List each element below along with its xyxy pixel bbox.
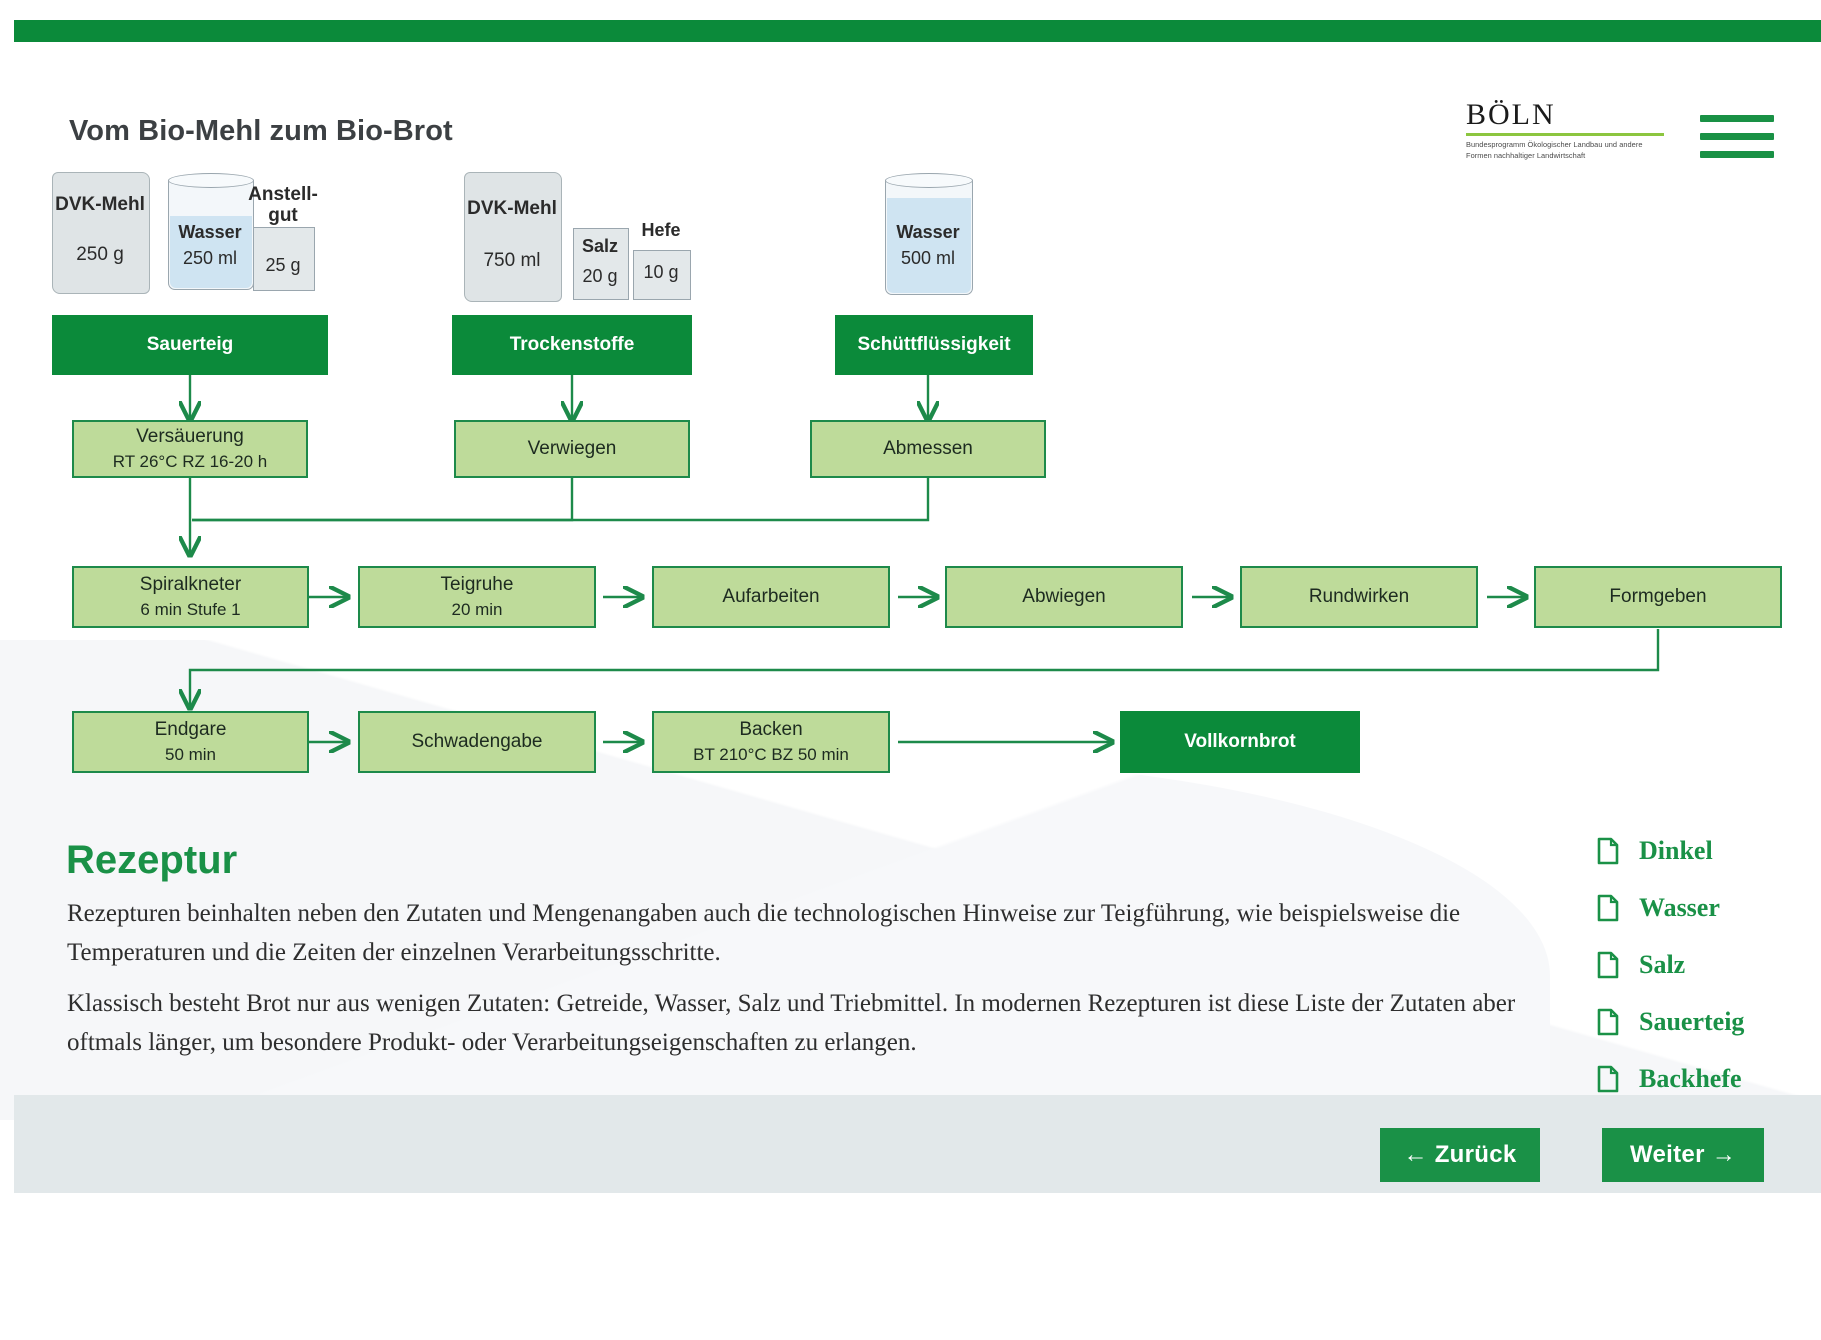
prep-box-detail: RT 26°C RZ 16-20 h	[112, 452, 268, 472]
flow-connectors	[0, 375, 1660, 820]
ingredient-amount: 250 g	[76, 244, 124, 265]
back-button[interactable]: ← Zurück	[1380, 1128, 1540, 1182]
next-arrow-icon: →	[1711, 1141, 1736, 1168]
link-label: Dinkel	[1639, 835, 1713, 865]
boeln-logo: BÖLN Bundesprogramm Ökologischer Landbau…	[1466, 100, 1666, 161]
ingredient-wasser-250ml: Wasser 250 ml	[168, 173, 254, 290]
final-box-endgare[interactable]: Endgare 50 min	[72, 711, 309, 773]
ingredient-label: Wasser	[896, 222, 960, 242]
related-links-list: Dinkel Wasser Salz Sauerteig	[1597, 822, 1817, 1107]
process-flow-diagram: DVK-Mehl 250 g Wasser 250 ml Anstell-gut…	[0, 172, 1782, 820]
ingredient-label: Anstell-gut	[248, 184, 318, 226]
ingredient-amount: 25 g	[265, 255, 301, 275]
logo-wordmark: BÖLN	[1466, 98, 1556, 131]
logo-subtitle: Bundesprogramm Ökologischer Landbau und …	[1466, 140, 1643, 160]
ingredient-amount: 500 ml	[900, 248, 956, 268]
ingredient-amount: 750 ml	[483, 250, 541, 271]
group-box-label: Trockenstoffe	[509, 334, 635, 356]
process-box-detail: 20 min	[451, 600, 503, 620]
prep-box-versaeuerung[interactable]: Versäuerung RT 26°C RZ 16-20 h	[72, 420, 308, 478]
ingredient-salz-20g: Salz 20 g	[573, 228, 629, 300]
header-bar: Vom Bio-Mehl zum Bio-Brot BÖLN Bundespro…	[14, 42, 1821, 160]
back-button-label: Zurück	[1434, 1141, 1517, 1168]
ingredient-label: Salz	[581, 236, 619, 256]
final-box-detail: BT 210°C BZ 50 min	[693, 745, 849, 765]
process-box-label: Spiralkneter	[139, 574, 242, 596]
link-label: Backhefe	[1639, 1063, 1742, 1093]
link-item-salz[interactable]: Salz	[1597, 936, 1817, 993]
back-arrow-icon: ←	[1403, 1141, 1428, 1168]
paragraph-2: Klassisch besteht Brot nur aus wenigen Z…	[67, 990, 1516, 1056]
prep-box-label: Verwiegen	[527, 438, 617, 460]
hamburger-menu-icon[interactable]	[1700, 115, 1774, 159]
link-label: Wasser	[1639, 892, 1720, 922]
process-box-rundwirken[interactable]: Rundwirken	[1240, 566, 1478, 628]
ingredient-label: DVK-Mehl	[55, 194, 145, 215]
paragraph-1: Rezepturen beinhalten neben den Zutaten …	[67, 900, 1461, 966]
group-box-label: Schüttflüssigkeit	[857, 334, 1011, 356]
process-box-aufarbeiten[interactable]: Aufarbeiten	[652, 566, 890, 628]
section-heading-rezeptur: Rezeptur	[66, 838, 238, 882]
group-box-sauerteig[interactable]: Sauerteig	[52, 315, 328, 375]
link-item-dinkel[interactable]: Dinkel	[1597, 822, 1817, 879]
document-icon	[1597, 894, 1619, 921]
prep-box-verwiegen[interactable]: Verwiegen	[454, 420, 690, 478]
next-button[interactable]: Weiter →	[1602, 1128, 1764, 1182]
group-box-schuettfluessigkeit[interactable]: Schüttflüssigkeit	[835, 315, 1033, 375]
link-label: Sauerteig	[1639, 1006, 1745, 1036]
ingredient-anstellgut-25g: Anstell-gut 25 g	[248, 184, 318, 291]
group-box-trockenstoffe[interactable]: Trockenstoffe	[452, 315, 692, 375]
final-box-label: Schwadengabe	[411, 731, 543, 753]
ingredient-wasser-500ml: Wasser 500 ml	[885, 173, 973, 295]
product-box-vollkornbrot[interactable]: Vollkornbrot	[1120, 711, 1360, 773]
process-box-label: Teigruhe	[440, 574, 514, 596]
ingredient-label: Wasser	[178, 222, 242, 242]
hamburger-bar-1	[1700, 115, 1774, 122]
link-item-backhefe[interactable]: Backhefe	[1597, 1050, 1817, 1107]
final-box-backen[interactable]: Backen BT 210°C BZ 50 min	[652, 711, 890, 773]
next-button-label: Weiter	[1630, 1141, 1705, 1168]
process-box-formgeben[interactable]: Formgeben	[1534, 566, 1782, 628]
final-box-schwadengabe[interactable]: Schwadengabe	[358, 711, 596, 773]
process-box-label: Abwiegen	[1022, 586, 1106, 608]
document-icon	[1597, 951, 1619, 978]
process-box-abwiegen[interactable]: Abwiegen	[945, 566, 1183, 628]
ingredient-hefe-10g: Hefe 10 g	[633, 220, 691, 300]
process-box-teigruhe[interactable]: Teigruhe 20 min	[358, 566, 596, 628]
ingredient-amount: 20 g	[582, 266, 618, 286]
final-box-label: Endgare	[154, 719, 227, 741]
link-label: Salz	[1639, 949, 1686, 979]
final-box-label: Backen	[739, 719, 803, 741]
ingredient-label: Hefe	[641, 220, 681, 240]
prep-box-label: Versäuerung	[136, 426, 244, 448]
process-box-spiralkneter[interactable]: Spiralkneter 6 min Stufe 1	[72, 566, 309, 628]
ingredient-amount: 250 ml	[182, 248, 238, 268]
process-box-label: Rundwirken	[1308, 586, 1410, 608]
prep-box-abmessen[interactable]: Abmessen	[810, 420, 1046, 478]
page-title: Vom Bio-Mehl zum Bio-Brot	[69, 115, 453, 147]
ingredient-label: DVK-Mehl	[467, 198, 557, 219]
top-accent-bar	[14, 20, 1821, 42]
hamburger-bar-3	[1700, 151, 1774, 158]
final-box-detail: 50 min	[164, 745, 217, 765]
hamburger-bar-2	[1700, 133, 1774, 140]
link-item-wasser[interactable]: Wasser	[1597, 879, 1817, 936]
group-box-label: Sauerteig	[146, 334, 234, 356]
ingredient-amount: 10 g	[643, 262, 679, 282]
product-box-label: Vollkornbrot	[1184, 731, 1296, 753]
document-icon	[1597, 1065, 1619, 1092]
ingredient-dvk-mehl-750ml: DVK-Mehl 750 ml	[464, 172, 562, 302]
process-box-label: Aufarbeiten	[722, 586, 820, 608]
logo-rule	[1466, 133, 1664, 136]
prep-box-label: Abmessen	[883, 438, 973, 460]
document-icon	[1597, 837, 1619, 864]
process-box-detail: 6 min Stufe 1	[140, 600, 241, 620]
document-icon	[1597, 1008, 1619, 1035]
footer-bar	[14, 1095, 1821, 1193]
process-box-label: Formgeben	[1609, 586, 1707, 608]
link-item-sauerteig[interactable]: Sauerteig	[1597, 993, 1817, 1050]
ingredient-dvk-mehl-250g: DVK-Mehl 250 g	[52, 172, 150, 294]
